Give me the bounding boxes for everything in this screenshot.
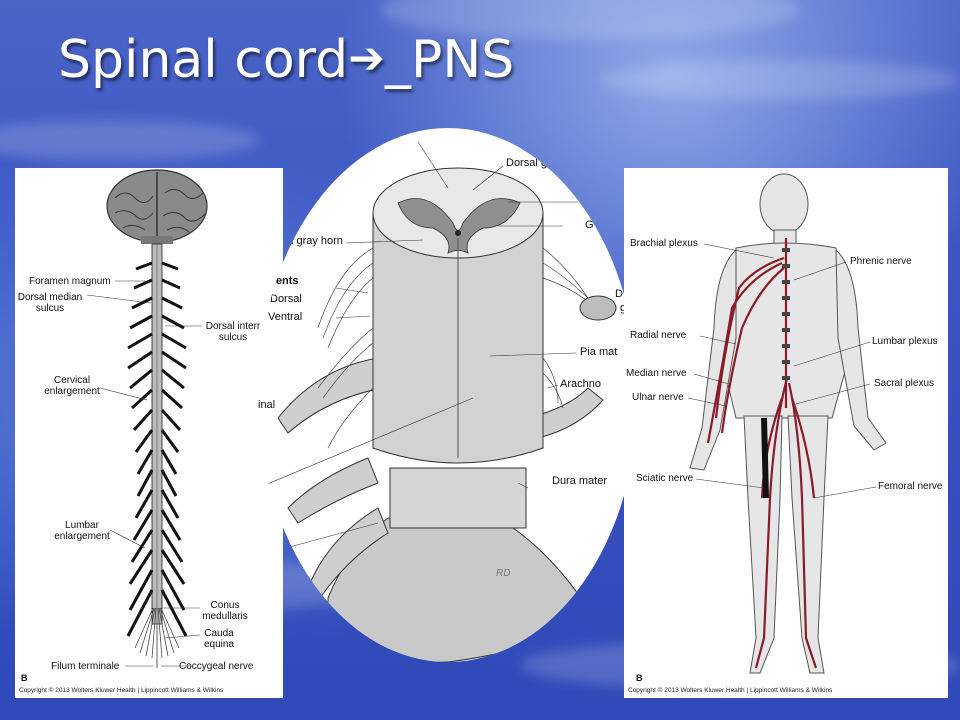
- label-line: sulcus: [218, 332, 248, 343]
- label-line: Dorsal interr: [205, 321, 261, 332]
- label-dura-mater: Dura mater: [552, 475, 608, 487]
- label-radial-nerve: Radial nerve: [630, 330, 687, 341]
- label-median-nerve: Median nerve: [626, 368, 687, 379]
- spinal-cord-illustration: [86, 169, 208, 668]
- label-median-sulcus: n sulcus: [362, 130, 399, 141]
- peripheral-nerves-figure: Brachial plexus Phrenic nerve Radial ner…: [624, 168, 948, 698]
- slide-title: Spinal cord➔_PNS: [58, 30, 514, 90]
- label-gray: G: [585, 219, 594, 231]
- label-ventral-gray-horn: ntral gray horn: [272, 235, 343, 247]
- brain-gyri: [114, 189, 206, 233]
- sciatic-nerve-shape: [761, 417, 769, 499]
- body-leader-lines: [687, 243, 877, 499]
- copyright-text: illiams & Wilkins: [330, 648, 377, 655]
- vertebrae-dots: [782, 248, 790, 380]
- label-cervical-enlargement: Cervical enlargement: [37, 375, 107, 397]
- section-leader-lines: [258, 141, 578, 549]
- label-dorsal-gray: Dorsal g: [506, 157, 547, 169]
- cloud-streak: [0, 120, 260, 160]
- cloud-streak: [600, 60, 960, 100]
- spinal-nerve-roots: [126, 261, 188, 637]
- label-line: Cervical: [53, 375, 91, 386]
- label-line: enlargement: [54, 531, 110, 542]
- label-ventral-root: Ventral: [268, 311, 303, 323]
- label-lumbar-plexus: Lumbar plexus: [872, 336, 938, 347]
- label-pia-mater: Pia mat: [580, 346, 618, 358]
- label-median: edian: [262, 541, 289, 553]
- label-dorsal-root: Dorsal: [270, 293, 302, 305]
- label-dorsal-median-sulcus: Dorsal median sulcus: [15, 292, 85, 314]
- label-line: Dorsal median: [17, 292, 83, 303]
- dura-mater-band: [389, 467, 527, 529]
- spinal-cord-figure: Foramen magnum Dorsal median sulcus Dors…: [15, 168, 283, 698]
- copyright-text: Copyright © 2013 Wolters Kluwer Health |…: [19, 687, 224, 694]
- label-spinal: inal: [258, 399, 276, 411]
- spinal-cord-section-figure: n sulcus Dorsal g ntral gray horn G amen…: [258, 128, 638, 662]
- nerve-paths: [706, 238, 818, 669]
- label-line: Conus: [210, 600, 240, 611]
- central-canal: [455, 230, 461, 236]
- dorsal-root-ganglion: [579, 295, 617, 321]
- left-spinal-nerve: [277, 357, 384, 434]
- title-text: Spinal cord: [58, 30, 349, 90]
- label-lumbar-enlargement: Lumbar enlargement: [47, 520, 117, 542]
- body-nerves-illustration: [687, 173, 887, 674]
- label-phrenic-nerve: Phrenic nerve: [850, 256, 912, 267]
- label-conus-medullaris: Conus medullaris: [195, 600, 255, 622]
- label-cauda-equina: Cauda equina: [195, 628, 243, 650]
- label-arachnoid: Arachno: [560, 378, 601, 390]
- copyright-text: Copyright © 2013 Wolters Kluwer Health |…: [628, 687, 833, 694]
- label-brachial-plexus: Brachial plexus: [630, 238, 698, 249]
- label-line: sulcus: [35, 303, 65, 314]
- figure-letter: B: [21, 673, 28, 683]
- label-sacral-plexus: Sacral plexus: [874, 378, 935, 389]
- right-arrow-icon: ➔: [348, 33, 386, 84]
- label-dorsal-ganglion-2: g: [620, 303, 626, 314]
- label-ulnar-nerve: Ulnar nerve: [632, 392, 684, 403]
- cauda-equina-fibers: [134, 607, 180, 659]
- brainstem: [141, 236, 173, 244]
- right-spinal-nerve: [527, 387, 604, 439]
- figure-letter: B: [636, 673, 643, 683]
- label-line: Lumbar: [65, 520, 99, 531]
- label-ligaments: aments: [260, 275, 299, 287]
- label-line: Cauda: [204, 628, 234, 639]
- label-line: equina: [203, 639, 235, 650]
- label-dorsal-intermediate-sulcus: Dorsal interr sulcus: [197, 321, 269, 343]
- left-spinal-nerve-bottom: [307, 507, 389, 599]
- title-suffix: _PNS: [385, 30, 515, 90]
- label-sciatic-nerve: Sciatic nerve: [636, 473, 694, 484]
- label-foramen-magnum: Foramen magnum: [29, 276, 111, 287]
- label-dorsal-ganglion-1: D: [615, 288, 623, 300]
- artist-signature: RD: [496, 568, 511, 579]
- left-spinal-nerve-lower: [287, 457, 379, 524]
- label-femoral-nerve: Femoral nerve: [878, 481, 943, 492]
- spinal-section-illustration: [258, 141, 617, 662]
- label-line: medullaris: [202, 611, 248, 622]
- gray-matter-butterfly: [397, 198, 521, 254]
- label-line: enlargement: [44, 386, 100, 397]
- label-filum-terminale: Filum terminale: [51, 661, 120, 672]
- leader-lines: [86, 280, 202, 667]
- label-coccygeal-nerve: Coccygeal nerve: [179, 661, 254, 672]
